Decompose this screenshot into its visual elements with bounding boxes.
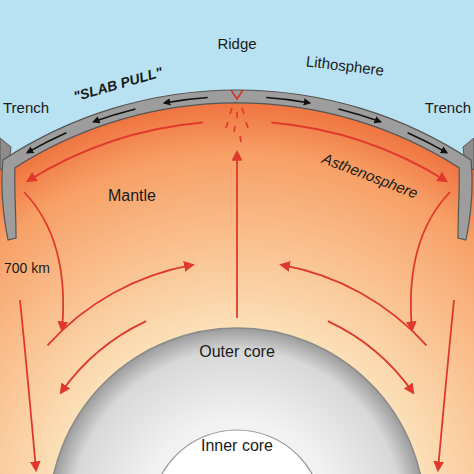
inner-core [151,430,323,474]
convection-arrows [20,123,454,471]
layer-label: Lithosphere [305,52,385,78]
layer-label: Inner core [201,437,273,455]
ridge-crack [231,90,243,99]
trench-label: Trench [3,99,49,116]
force-label: "SLAB PULL" [71,63,164,106]
mantle [0,90,474,474]
trench-label: Trench [425,99,471,116]
layer-label: Mantle [108,187,156,205]
depth-label: 700 km [4,260,50,276]
layer-label: Lithosphere [305,52,385,79]
layer-label: Asthenosphere [320,150,421,203]
ridge-upwelling [226,108,248,142]
depth-label: 700 km [4,259,50,277]
ridge-label: Ridge [217,35,256,53]
layer-label: Outer core [199,343,275,361]
layer-label: Mantle [108,187,156,204]
layer-label: Outer core [199,343,275,360]
outer-core [49,328,425,474]
trench-label: Trench [3,99,49,117]
layer-label: Inner core [201,437,273,454]
layer-label: Asthenosphere [320,150,420,202]
trench-label: Trench [425,99,471,117]
force-label: "SLAB PULL" [72,64,165,105]
plate-motion-arrows [27,98,447,153]
ridge-label: Ridge [217,35,256,52]
